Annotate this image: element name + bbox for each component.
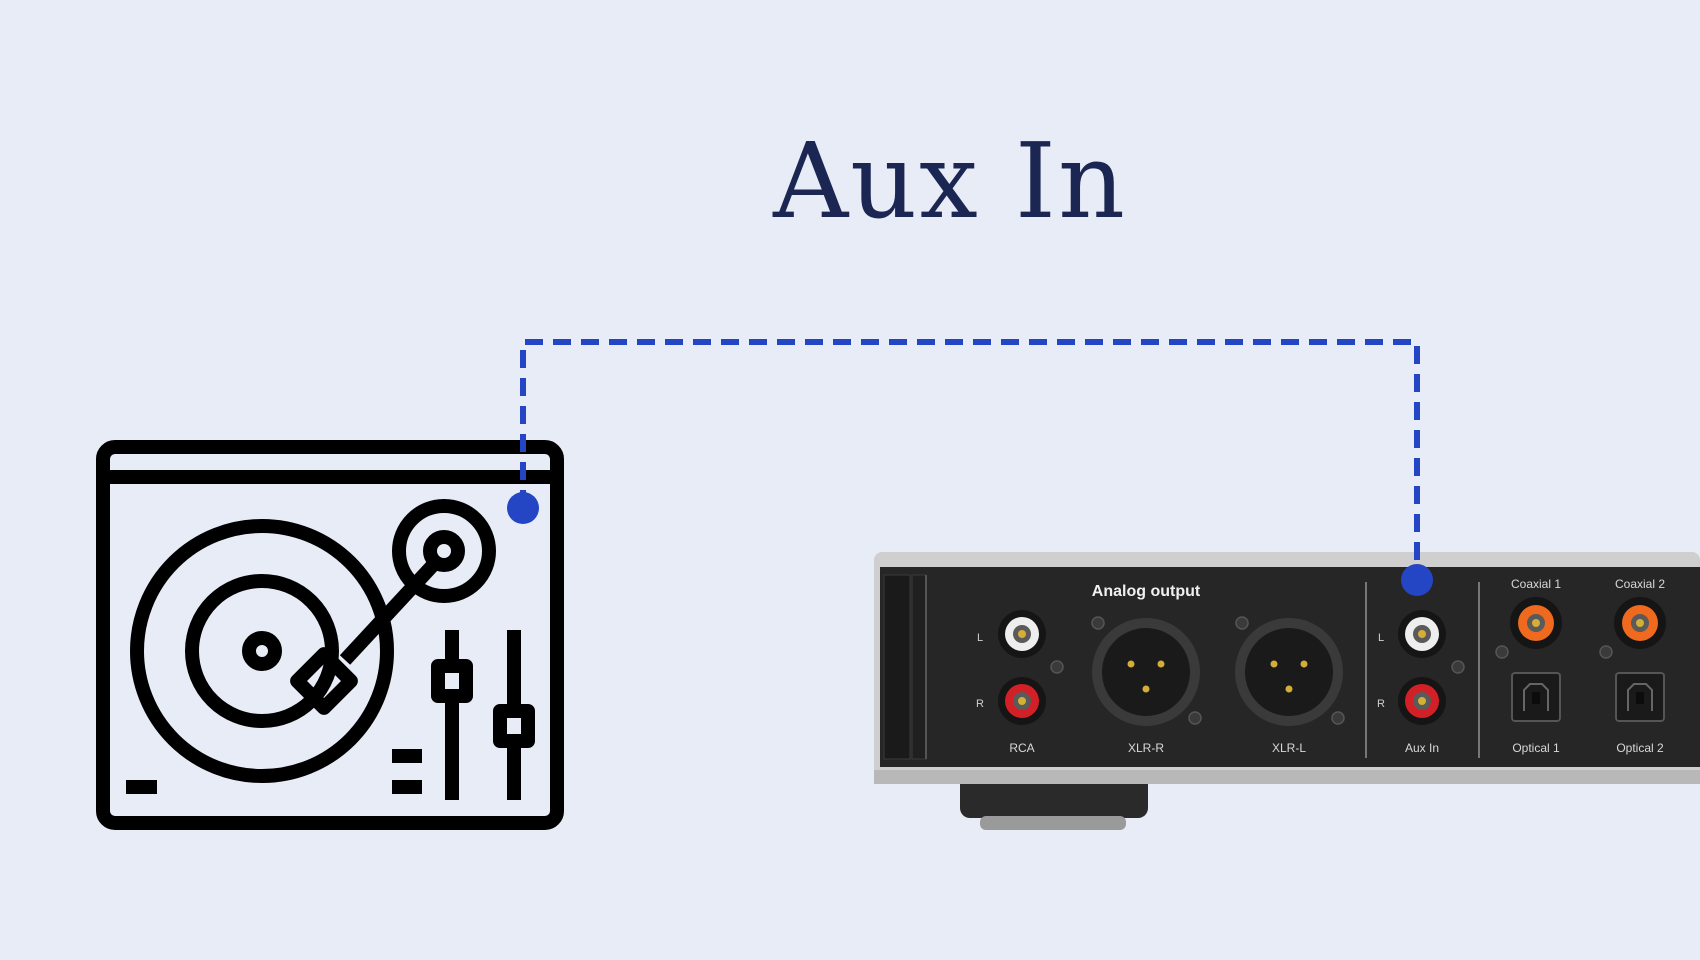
optical-2-jack[interactable] (1615, 672, 1665, 722)
rca-label: RCA (1009, 741, 1034, 755)
xlr-r-jack[interactable] (1091, 616, 1202, 726)
turntable-icon (96, 440, 564, 830)
tonearm-pivot-inner (423, 530, 465, 572)
aux-l-label: L (1378, 632, 1384, 644)
xlr-l-jack[interactable] (1235, 616, 1345, 726)
tonearm-pivot-outer (392, 499, 496, 603)
rca-r-label: R (976, 698, 984, 710)
aux-screw (1451, 660, 1465, 674)
vent-slots (883, 574, 927, 760)
aux-in-r-jack[interactable] (1398, 677, 1446, 725)
optical-2-label: Optical 2 (1616, 741, 1664, 755)
rca-output-r-jack[interactable] (998, 677, 1046, 725)
cable-endpoint-aux-in (1401, 564, 1433, 596)
cable-endpoint-turntable (507, 492, 539, 524)
device-chassis-bottom (874, 770, 1700, 784)
coaxial-1-label: Coaxial 1 (1511, 577, 1561, 591)
xlr-l-label: XLR-L (1272, 741, 1306, 755)
fader-knob-2 (493, 704, 535, 748)
record-spindle (242, 631, 282, 671)
xlr-r-label: XLR-R (1128, 741, 1164, 755)
aux-cable-dashed (520, 339, 1420, 580)
coaxial-1-jack[interactable] (1495, 597, 1562, 659)
device-foot (960, 774, 1148, 818)
coaxial-2-label: Coaxial 2 (1615, 577, 1665, 591)
fader-knob-1 (431, 659, 473, 703)
analog-output-label: Analog output (1092, 583, 1201, 600)
title-text: Aux In (773, 120, 1127, 242)
platter-inner (185, 574, 339, 728)
tonearm-headshell (290, 647, 358, 715)
turntable-body (96, 440, 564, 830)
diagram-title: Aux In (0, 120, 1700, 242)
platter-outer (130, 519, 394, 783)
rca-l-label: L (977, 632, 983, 644)
coaxial-2-jack[interactable] (1599, 597, 1666, 659)
aux-in-l-jack[interactable] (1398, 610, 1446, 658)
device-foot-rim (980, 816, 1126, 830)
optical-1-jack[interactable] (1511, 672, 1561, 722)
rca-output-l-jack[interactable] (998, 610, 1046, 658)
aux-in-label: Aux In (1405, 741, 1439, 755)
aux-r-label: R (1377, 698, 1385, 710)
device-rear-panel: Analog output L R L R RCA XLR-R XLR-L Au… (874, 552, 1700, 830)
rca-screw (1050, 660, 1064, 674)
tonearm (339, 559, 440, 665)
optical-1-label: Optical 1 (1512, 741, 1560, 755)
